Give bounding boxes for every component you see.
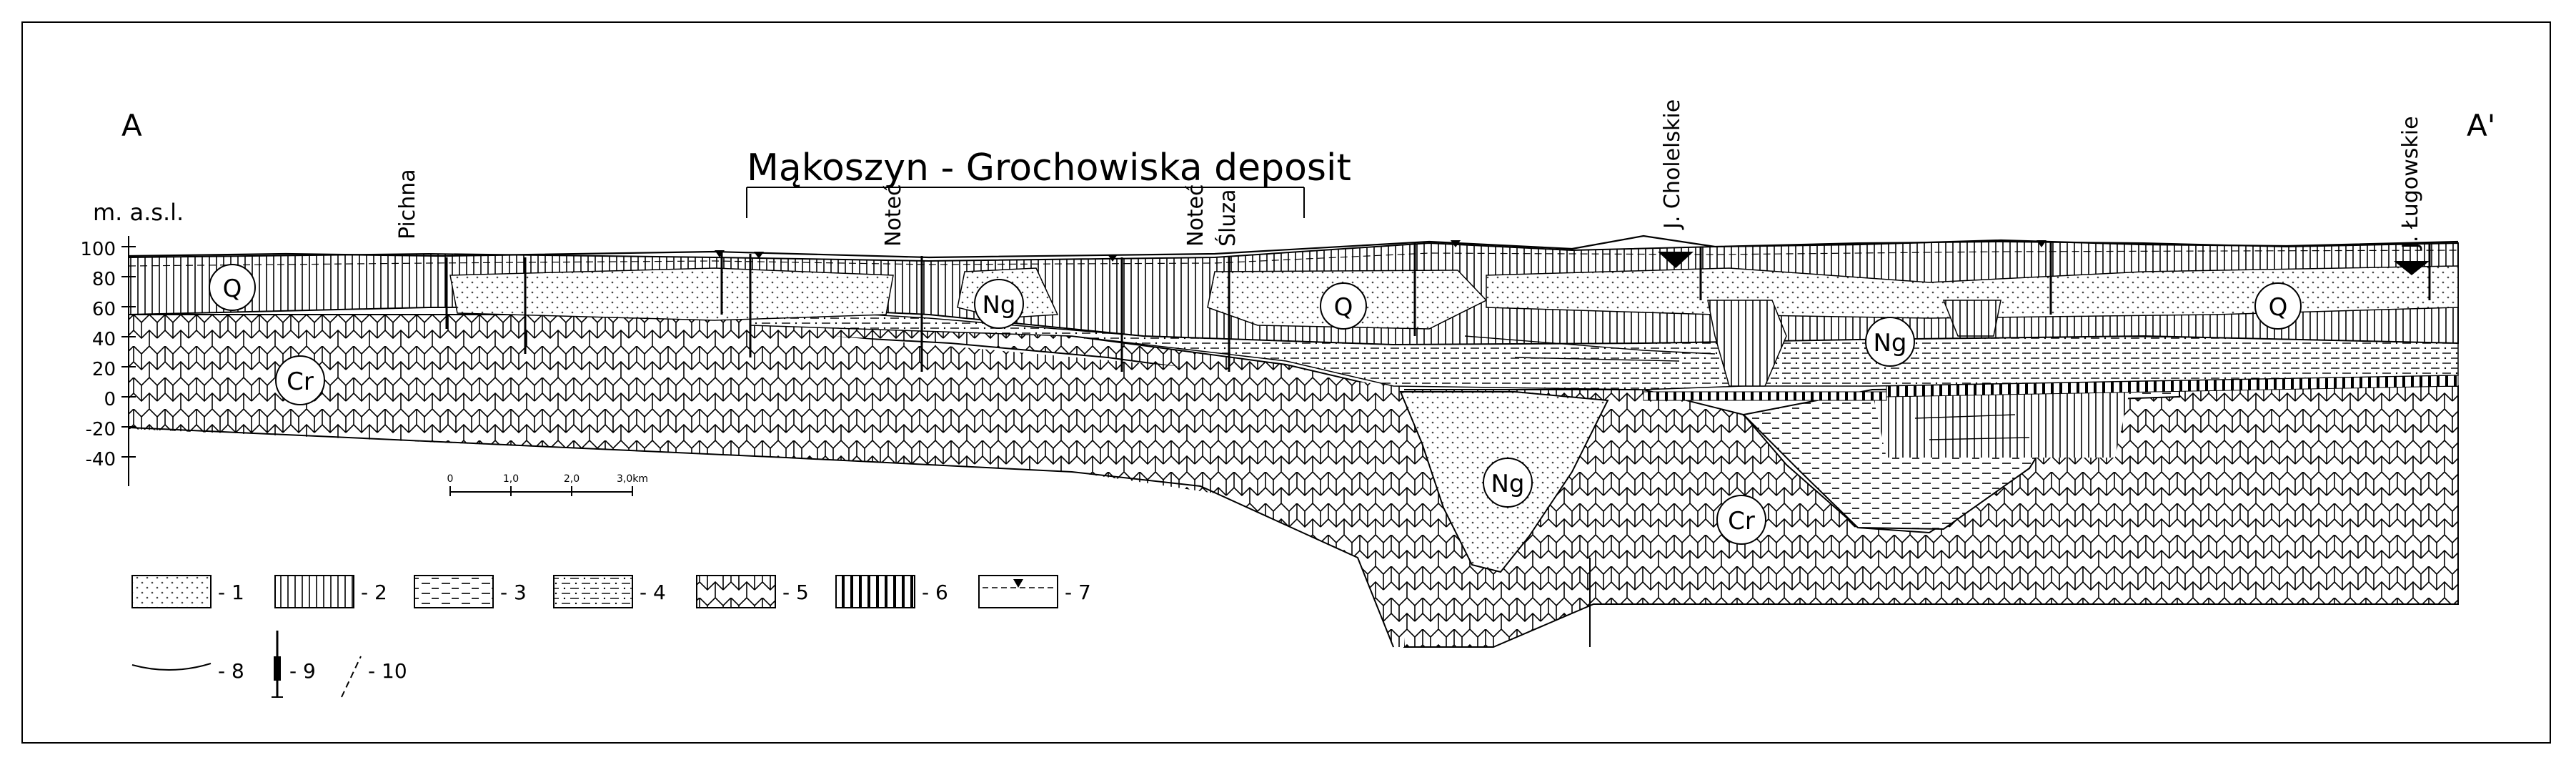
quaternary-buried-valley-2 xyxy=(1942,300,2001,337)
scale-tick-0: 0 xyxy=(447,473,454,485)
lake-cholelskie xyxy=(1658,252,1694,268)
unit-label-q-centre: Q xyxy=(1320,282,1367,330)
legend: - 1 - 2 - 3 - 4 - 5 - 6 - 7 - 8 - 9 xyxy=(131,575,1091,698)
neogene-clay-band xyxy=(750,307,2459,390)
legend-label-7: - 7 xyxy=(1065,581,1091,604)
legend-swatch-4 xyxy=(553,575,633,608)
place-notec-1: Noteć xyxy=(881,184,906,247)
legend-label-5: - 5 xyxy=(782,581,809,604)
depth-tick-80: 80 xyxy=(92,269,116,290)
svg-text:Ng: Ng xyxy=(1873,329,1906,357)
legend-swatch-10 xyxy=(341,656,362,698)
section-end-label: A' xyxy=(2467,108,2495,143)
svg-text:Ng: Ng xyxy=(982,291,1015,320)
section-start-label: A xyxy=(121,108,142,143)
unit-label-ng-trough: Ng xyxy=(1483,458,1533,508)
legend-label-1: - 1 xyxy=(218,581,244,604)
svg-text:Q: Q xyxy=(1334,293,1353,322)
depth-tick-60: 60 xyxy=(92,299,116,320)
scale-tick-3: 3,0km xyxy=(617,473,648,485)
legend-label-6: - 6 xyxy=(922,581,948,604)
neogene-vertical-band xyxy=(1643,391,1887,401)
scale-bar: 0 1,0 2,0 3,0km xyxy=(447,473,648,496)
unit-label-cr-right: Cr xyxy=(1716,495,1766,545)
legend-label-4: - 4 xyxy=(640,581,666,604)
legend-swatch-9 xyxy=(272,631,283,698)
depth-tick-minus-40: -40 xyxy=(86,449,116,470)
borehole-group xyxy=(445,242,2431,372)
legend-swatch-8 xyxy=(131,663,212,671)
figure-frame xyxy=(21,21,2551,744)
scale-tick-1: 1,0 xyxy=(503,473,519,485)
legend-swatch-5 xyxy=(696,575,776,608)
depth-tick-minus-20: -20 xyxy=(86,419,116,440)
legend-swatch-1 xyxy=(131,575,212,608)
legend-label-3: - 3 xyxy=(500,581,527,604)
unit-label-ng-right: Ng xyxy=(1865,317,1915,367)
unit-label-ng-left: Ng xyxy=(974,279,1024,329)
axis-unit-label: m. a.s.l. xyxy=(93,199,184,226)
depth-tick-40: 40 xyxy=(92,329,116,350)
svg-text:Ng: Ng xyxy=(1491,470,1524,498)
place-sluza: Śluza xyxy=(1214,189,1240,247)
quaternary-buried-valley xyxy=(1707,300,1787,387)
svg-text:Q: Q xyxy=(223,275,242,303)
unit-label-q-right: Q xyxy=(2254,282,2302,330)
svg-text:Cr: Cr xyxy=(287,367,314,396)
neogene-right-basin-upper xyxy=(1872,392,2129,458)
svg-text:Q: Q xyxy=(2269,293,2288,322)
svg-text:Cr: Cr xyxy=(1728,507,1755,536)
place-j-cholelskie: J. Cholelskie xyxy=(1660,99,1685,230)
deposit-bracket xyxy=(746,187,1305,218)
legend-label-8: - 8 xyxy=(218,659,244,683)
scale-tick-2: 2,0 xyxy=(564,473,580,485)
legend-label-2: - 2 xyxy=(361,581,387,604)
unit-label-cr-left: Cr xyxy=(275,355,325,405)
depth-tick-100: 100 xyxy=(80,239,116,260)
place-pichna: Pichna xyxy=(395,169,420,240)
legend-swatch-6 xyxy=(835,575,915,608)
depth-tick-0: 0 xyxy=(104,389,116,410)
cretaceous-lower-left xyxy=(129,329,1404,647)
legend-label-9: - 9 xyxy=(289,659,316,683)
place-j-lugowskie: J. Ługowskie xyxy=(2398,116,2423,250)
quaternary-sand-left xyxy=(449,267,894,321)
place-notec-2: Noteć xyxy=(1183,184,1208,247)
legend-swatch-2 xyxy=(274,575,354,608)
deposit-title: Mąkoszyn - Grochowiska deposit xyxy=(747,147,1351,189)
unit-label-q-left: Q xyxy=(209,264,256,311)
depth-tick-20: 20 xyxy=(92,359,116,380)
legend-label-10: - 10 xyxy=(368,659,407,683)
legend-swatch-3 xyxy=(414,575,494,608)
depth-axis-ticks xyxy=(121,246,136,458)
water-level-markers xyxy=(715,240,2430,275)
